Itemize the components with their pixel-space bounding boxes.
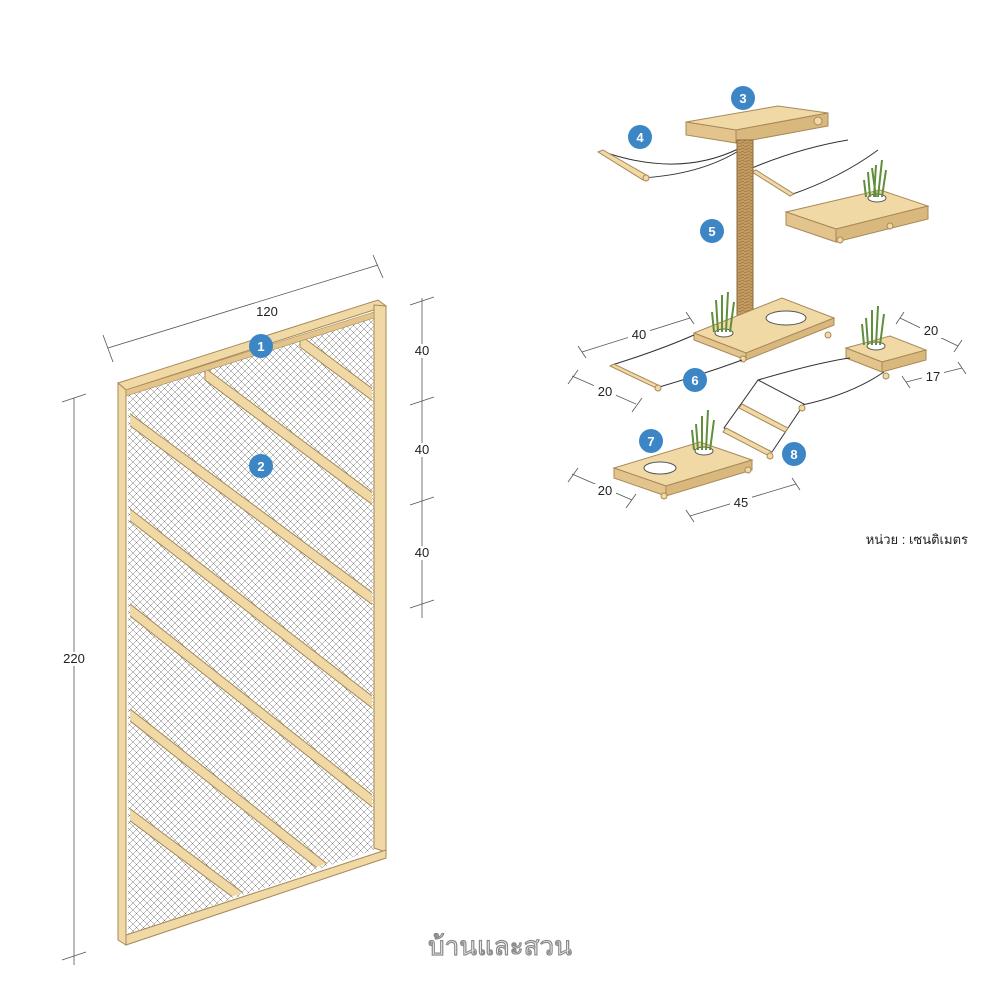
svg-text:2: 2 (257, 459, 264, 474)
wall-frame (117, 299, 388, 946)
svg-text:7: 7 (647, 434, 654, 449)
bridge-hammock (757, 357, 885, 406)
frame-left-post (117, 381, 127, 946)
frame-seg3-label: 40 (415, 545, 429, 560)
badge-4: 4 (628, 125, 652, 149)
svg-text:4: 4 (636, 130, 644, 145)
unit-note: หน่วย : เซนติเมตร (866, 532, 968, 547)
svg-text:3: 3 (739, 91, 746, 106)
badge-1: 1 (249, 334, 273, 358)
frame-seg2-label: 40 (415, 442, 429, 457)
grass-icon (711, 291, 735, 333)
diagonal-battens (130, 334, 372, 911)
frame-seg1-label: 40 (415, 343, 429, 358)
top-shelf (685, 105, 829, 144)
badge-8: 8 (782, 442, 806, 466)
frame-bottom-rail (125, 849, 387, 946)
hammock-left (596, 147, 741, 182)
frame-right-post (373, 304, 387, 853)
badge-2: 2 (249, 454, 273, 478)
svg-text:1: 1 (257, 339, 264, 354)
ladder (722, 379, 806, 460)
badge-3: 3 (731, 86, 755, 110)
bottom-step (612, 409, 754, 500)
svg-text:6: 6 (691, 373, 698, 388)
grass-icon (863, 159, 887, 198)
svg-text:8: 8 (790, 447, 797, 462)
hammock-width-label: 20 (598, 384, 612, 399)
planter-shelf-right (844, 305, 928, 380)
shelf-width-label: 20 (924, 323, 938, 338)
grass-icon (861, 305, 885, 346)
step-length-label: 45 (734, 495, 748, 510)
publisher-logo: บ้านและสวน (428, 932, 572, 962)
badge-5: 5 (700, 219, 724, 243)
grass-icon (691, 409, 715, 451)
scratching-post (736, 139, 754, 331)
svg-text:5: 5 (708, 224, 715, 239)
shelf-depth-label: 17 (926, 369, 940, 384)
hammock-length-label: 40 (632, 327, 646, 342)
base-platform (692, 291, 836, 363)
planter-shelf-upper (784, 159, 930, 244)
badge-6: 6 (683, 368, 707, 392)
hammock-right (750, 139, 879, 197)
frame-width-label: 120 (256, 304, 278, 319)
step-width-label: 20 (598, 483, 612, 498)
frame-height-label: 220 (63, 651, 85, 666)
badge-7: 7 (639, 429, 663, 453)
